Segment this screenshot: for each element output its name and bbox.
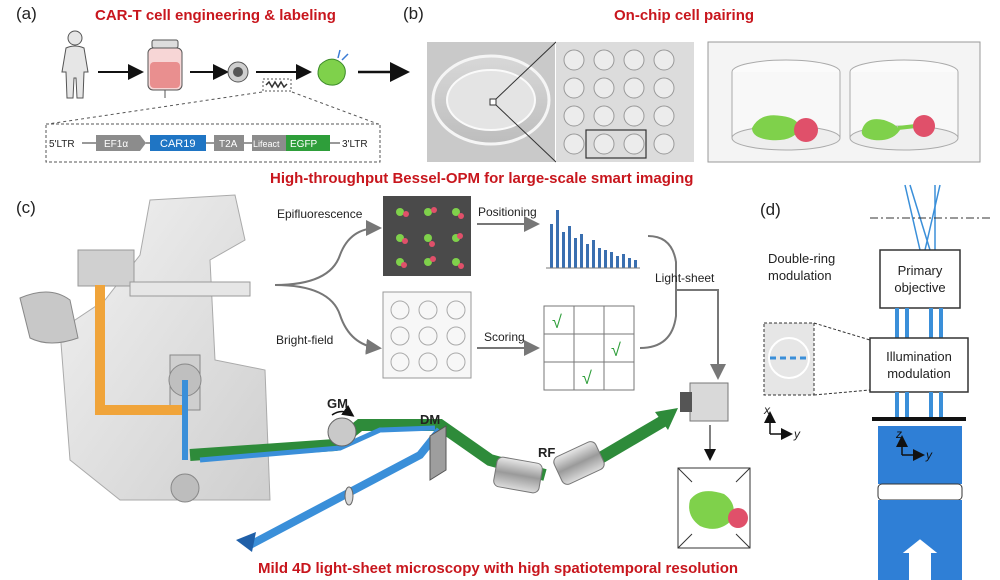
panel-a-label: (a) xyxy=(16,4,37,23)
inset-axis-x-label: x xyxy=(764,403,770,417)
blue-beam-upper xyxy=(199,425,436,463)
score-check-1: √ xyxy=(552,312,562,332)
orange-beam-path xyxy=(95,285,185,415)
xy-axes-inset xyxy=(764,411,793,440)
labeled-car-t-cell-icon xyxy=(317,49,349,86)
illumination-modulation-box xyxy=(869,337,969,393)
dichroic-mirror xyxy=(429,425,447,481)
score-check-3: √ xyxy=(582,368,592,388)
bright-field-image xyxy=(382,291,472,379)
panel-c-label: (c) xyxy=(16,198,36,217)
egfp-block xyxy=(286,135,330,151)
arrow-to-camera xyxy=(676,289,726,380)
objective-to-modulation-beams xyxy=(895,308,943,338)
microwell-array-photo xyxy=(556,42,694,162)
panel-b-title: On-chip cell pairing xyxy=(614,7,755,24)
primary-objective-box xyxy=(879,249,961,309)
camera-icon xyxy=(680,382,729,422)
panel-c-bottom-title: Mild 4D light-sheet microscopy with high… xyxy=(258,560,739,577)
blood-bag-icon xyxy=(147,39,183,98)
ef1a-label: EF1α xyxy=(104,139,128,150)
positioning-label: Positioning xyxy=(478,205,537,219)
scoring-label: Scoring xyxy=(484,330,525,344)
merge-arrow-top xyxy=(647,235,677,290)
ltr5-label: 5'LTR xyxy=(49,139,75,150)
panel-c-title: High-throughput Bessel-OPM for large-sca… xyxy=(270,170,694,187)
ring-mask-inset xyxy=(763,322,815,396)
ef1a-promoter-block xyxy=(96,135,146,151)
merge-arrow-bottom xyxy=(639,290,677,349)
rf-label: RF xyxy=(538,445,556,460)
petri-dish-photo xyxy=(427,42,555,162)
input-light-arrow xyxy=(897,536,943,580)
collimating-lens xyxy=(877,483,963,501)
construct-zoom-line-right xyxy=(291,91,379,125)
epifluorescence-label: Epifluorescence xyxy=(277,207,363,221)
modulation-to-mask-beams xyxy=(895,392,943,418)
inset-zoom-line-bottom xyxy=(813,389,871,396)
double-ring-modulation-label: Double-ring modulation xyxy=(768,251,836,283)
galvo-mirror xyxy=(327,417,357,447)
score-check-2: √ xyxy=(611,340,621,360)
beam-axis-y-label: y xyxy=(926,448,932,462)
t2a-label: T2A xyxy=(219,139,238,150)
dm-label: DM xyxy=(420,412,441,427)
green-beam-arrowhead xyxy=(655,408,678,430)
panel-a-title: CAR-T cell engineering & labeling xyxy=(95,7,336,24)
positioning-histogram xyxy=(544,200,644,274)
primary-objective-label: Primary objective xyxy=(894,263,946,295)
illumination-modulation-label: Illumination modulation xyxy=(886,349,952,381)
lifeact-block xyxy=(252,135,286,151)
epifluorescence-image xyxy=(383,196,471,276)
t-cell-icon xyxy=(227,61,249,83)
xyz-axes-beam xyxy=(896,435,925,461)
blue-input-arrowhead xyxy=(236,532,256,552)
beam-axis-z-label: z xyxy=(896,427,902,441)
bright-field-label: Bright-field xyxy=(276,333,334,347)
dish-zoom-line-bottom xyxy=(495,104,557,163)
inset-zoom-line-top xyxy=(813,322,871,341)
scoring-grid xyxy=(543,305,635,391)
panel-d-label: (d) xyxy=(760,200,781,219)
annular-mask xyxy=(872,417,966,421)
ltr3-label: 3'LTR xyxy=(342,139,368,150)
rendered-volume xyxy=(677,467,751,549)
lifeact-label: Lifeact xyxy=(253,139,280,149)
car19-label: CAR19 xyxy=(160,138,195,150)
relay-lens-small xyxy=(344,486,354,506)
relay-lens-pair xyxy=(493,441,605,494)
car19-block xyxy=(150,135,206,151)
microscope-body xyxy=(19,194,271,503)
inset-axis-y-label: y xyxy=(794,427,800,441)
cell-pairing-render xyxy=(707,41,981,163)
arrow-to-bright-field xyxy=(274,284,382,355)
person-icon xyxy=(61,30,89,99)
panel-b-label: (b) xyxy=(403,4,424,23)
egfp-label: EGFP xyxy=(290,139,318,150)
arrow-to-epifluorescence xyxy=(274,220,382,286)
t2a-block xyxy=(214,135,244,151)
gm-label: GM xyxy=(327,396,348,411)
dish-zoom-line-top xyxy=(495,41,557,100)
light-sheet-label: Light-sheet xyxy=(655,271,715,285)
lentivirus-icon xyxy=(262,78,292,92)
galvo-rotation-arrow xyxy=(331,404,355,417)
construct-zoom-line-left xyxy=(47,91,263,125)
